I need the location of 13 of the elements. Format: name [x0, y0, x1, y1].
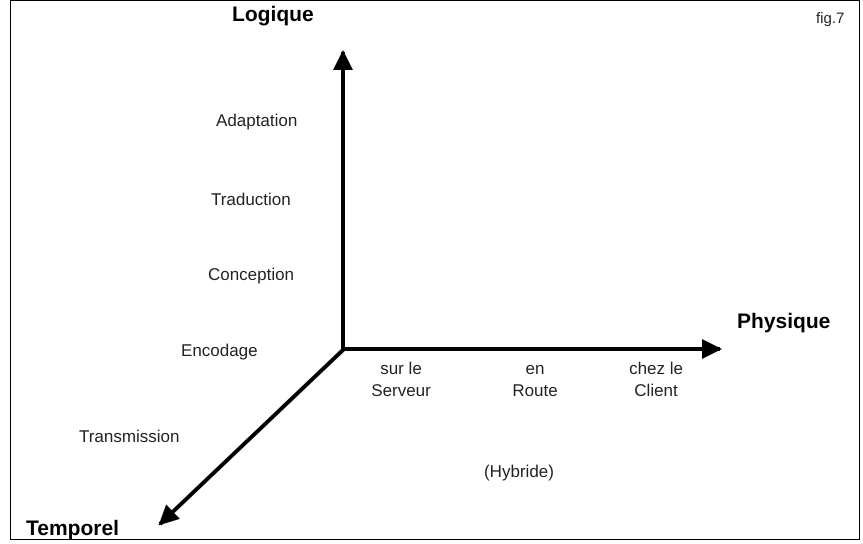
axis-label: Temporel	[26, 518, 119, 540]
axis-label: Physique	[737, 311, 830, 333]
axis-value-label: Transmission	[79, 426, 180, 448]
note-label: (Hybride)	[484, 461, 554, 483]
axis-value-label: Adaptation	[216, 110, 298, 132]
axis-value-label: Conception	[208, 264, 294, 286]
axis-value-label: sur le Serveur	[370, 358, 432, 402]
axis-label: Logique	[232, 4, 314, 26]
axis-value-label: en Route	[511, 358, 559, 402]
axis-value-label: chez le Client	[628, 358, 684, 402]
axis-value-label: Traduction	[211, 189, 291, 211]
axis-value-label: Encodage	[181, 340, 258, 362]
figure-number: fig.7	[816, 9, 844, 29]
